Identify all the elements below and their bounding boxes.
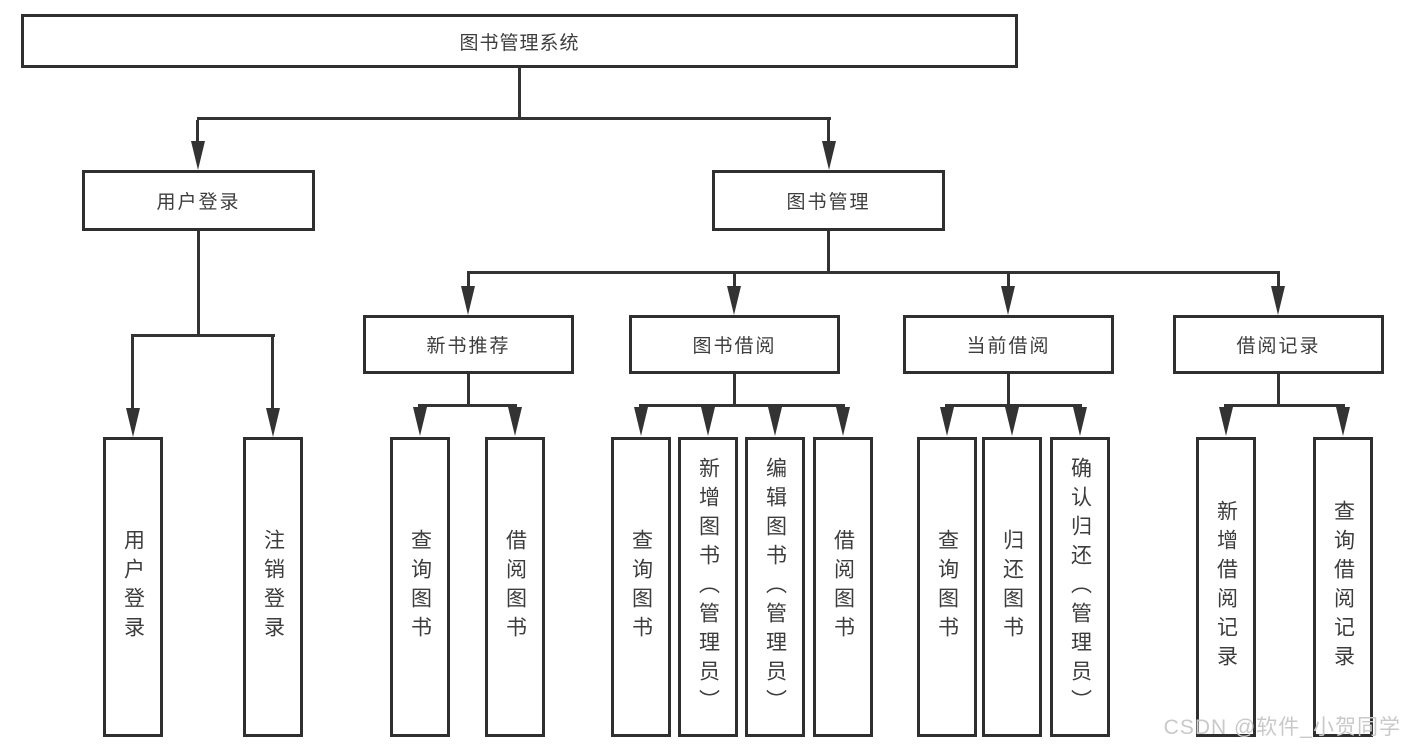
node-leaf-logout: 注销登录	[243, 437, 303, 737]
node-leaf-confirm-return-admin: 确认归还（管理员）	[1050, 437, 1110, 737]
arrow-down-add-borrow-record-icon	[1219, 407, 1233, 436]
connector-book-management-branch	[467, 271, 1280, 274]
arrow-down-user-login-icon	[191, 141, 205, 170]
node-leaf-add-borrow-record-label: 新增借阅记录	[1214, 500, 1238, 674]
arrow-down-query-books-borrowing-icon	[634, 407, 648, 436]
arrow-down-borrowing-records-icon	[1271, 286, 1285, 315]
node-leaf-query-borrow-record: 查询借阅记录	[1313, 437, 1373, 737]
node-new-book-recommend: 新书推荐	[363, 315, 574, 374]
node-book-borrowing-label: 图书借阅	[692, 336, 777, 357]
node-current-borrowing-label: 当前借阅	[966, 336, 1051, 357]
arrow-down-edit-books-admin-icon	[768, 407, 782, 436]
node-leaf-user-login-label: 用户登录	[121, 529, 145, 645]
node-leaf-query-books-recommend-label: 查询图书	[408, 529, 432, 645]
arrow-down-borrow-books-recommend-icon	[508, 407, 522, 436]
node-leaf-edit-books-admin: 编辑图书（管理员）	[745, 437, 805, 737]
node-book-management-label: 图书管理	[786, 192, 871, 213]
connector-current-borrowing-stem	[1007, 374, 1010, 405]
arrow-down-leaf-user-login-icon	[126, 408, 140, 437]
arrow-down-leaf-logout-icon	[266, 408, 280, 437]
arrow-down-confirm-return-admin-icon	[1073, 407, 1087, 436]
node-root-label: 图书管理系统	[459, 32, 580, 54]
connector-current-borrowing-branch	[945, 404, 1082, 407]
node-leaf-borrow-books: 借阅图书	[813, 437, 873, 737]
node-leaf-return-books-label: 归还图书	[1000, 529, 1024, 645]
node-leaf-query-books-borrowing-label: 查询图书	[629, 529, 653, 645]
node-borrowing-records-label: 借阅记录	[1236, 336, 1321, 357]
node-leaf-confirm-return-admin-label: 确认归还（管理员）	[1068, 456, 1092, 718]
node-leaf-logout-label: 注销登录	[261, 529, 285, 645]
connector-root-stem	[518, 68, 521, 118]
arrow-down-add-books-admin-icon	[701, 407, 715, 436]
node-root: 图书管理系统	[21, 14, 1018, 68]
node-current-borrowing: 当前借阅	[903, 315, 1114, 374]
arrow-down-book-borrowing-icon	[727, 286, 741, 315]
connector-drop-leaf-user-login	[131, 337, 134, 408]
arrow-down-query-books-recommend-icon	[413, 407, 427, 436]
connector-new-book-recommend-stem	[467, 374, 470, 405]
connector-book-borrowing-stem	[733, 374, 736, 405]
node-leaf-query-books-current-label: 查询图书	[935, 529, 959, 645]
arrow-down-query-borrow-record-icon	[1336, 407, 1350, 436]
node-user-login: 用户登录	[82, 170, 315, 231]
node-leaf-borrow-books-recommend-label: 借阅图书	[503, 529, 527, 645]
connector-drop-current-borrowing	[1007, 272, 1010, 288]
connector-drop-book-management	[827, 120, 830, 142]
connector-drop-leaf-logout	[271, 337, 274, 408]
connector-root-branch	[197, 117, 831, 120]
node-leaf-add-borrow-record: 新增借阅记录	[1196, 437, 1256, 737]
arrow-down-borrow-books-icon	[836, 407, 850, 436]
node-leaf-return-books: 归还图书	[982, 437, 1042, 737]
node-leaf-borrow-books-label: 借阅图书	[831, 529, 855, 645]
connector-book-management-stem	[827, 231, 830, 272]
node-leaf-query-borrow-record-label: 查询借阅记录	[1331, 500, 1355, 674]
node-borrowing-records: 借阅记录	[1173, 315, 1384, 374]
arrow-down-book-management-icon	[822, 141, 836, 170]
connector-drop-borrowing-records	[1277, 272, 1280, 288]
connector-drop-user-login	[196, 120, 199, 142]
arrow-down-new-book-recommend-icon	[461, 286, 475, 315]
connector-new-book-recommend-branch	[418, 404, 517, 407]
connector-borrowing-records-branch	[1224, 404, 1345, 407]
node-book-borrowing: 图书借阅	[629, 315, 840, 374]
arrow-down-query-books-current-icon	[940, 407, 954, 436]
node-book-management: 图书管理	[712, 170, 945, 231]
connector-user-login-stem	[197, 231, 200, 335]
arrow-down-current-borrowing-icon	[1001, 286, 1015, 315]
node-leaf-edit-books-admin-label: 编辑图书（管理员）	[763, 456, 787, 718]
node-leaf-borrow-books-recommend: 借阅图书	[485, 437, 545, 737]
connector-drop-book-borrowing	[733, 272, 736, 288]
node-leaf-query-books-borrowing: 查询图书	[611, 437, 671, 737]
node-new-book-recommend-label: 新书推荐	[426, 336, 511, 357]
node-leaf-user-login: 用户登录	[103, 437, 163, 737]
node-leaf-add-books-admin: 新增图书（管理员）	[678, 437, 738, 737]
node-user-login-label: 用户登录	[156, 192, 241, 213]
connector-user-login-branch	[131, 334, 275, 337]
node-leaf-add-books-admin-label: 新增图书（管理员）	[696, 456, 720, 718]
connector-drop-new-book-recommend	[467, 272, 470, 288]
arrow-down-return-books-icon	[1005, 407, 1019, 436]
node-leaf-query-books-recommend: 查询图书	[390, 437, 450, 737]
node-leaf-query-books-current: 查询图书	[917, 437, 977, 737]
watermark: CSDN @软件_小贺同学	[1163, 716, 1401, 739]
connector-book-borrowing-branch	[639, 404, 845, 407]
connector-borrowing-records-stem	[1277, 374, 1280, 405]
